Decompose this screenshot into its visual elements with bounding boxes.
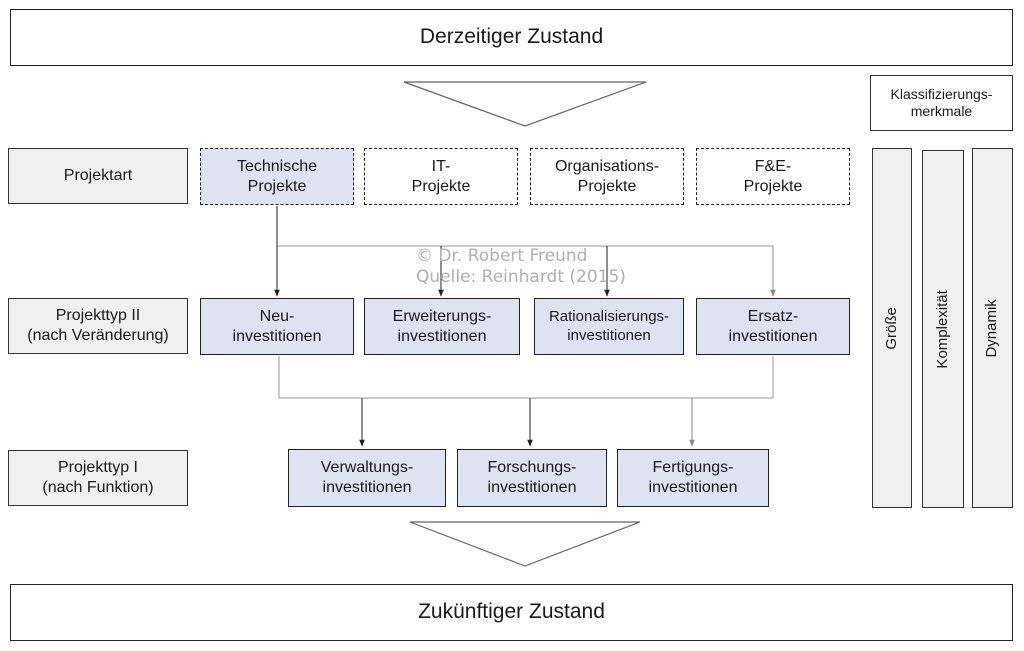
row-label-projekttyp-2: Projekttyp II (nach Veränderung) — [8, 298, 188, 354]
merkmal-groesse: Größe — [872, 148, 912, 508]
watermark: © Dr. Robert Freund Quelle: Reinhardt (2… — [416, 246, 626, 288]
projektart-organisation: Organisations- Projekte — [530, 148, 684, 205]
projektart-it: IT- Projekte — [364, 148, 518, 205]
watermark-line-1: © Dr. Robert Freund — [416, 246, 588, 266]
funnel-top — [403, 81, 647, 127]
future-state-box: Zukünftiger Zustand — [10, 584, 1013, 641]
typ2-ersatzinvestitionen: Ersatz- investitionen — [696, 298, 850, 355]
current-state-label: Derzeitiger Zustand — [419, 25, 604, 49]
connector-h2 — [278, 356, 774, 399]
future-state-label: Zukünftiger Zustand — [418, 600, 605, 624]
watermark-line-2: Quelle: Reinhardt (2015) — [416, 267, 626, 287]
row-label-projektart: Projektart — [8, 148, 188, 204]
current-state-box: Derzeitiger Zustand — [10, 9, 1013, 66]
projektart-fue: F&E- Projekte — [696, 148, 850, 205]
typ1-verwaltungsinvestitionen: Verwaltungs- investitionen — [288, 449, 446, 507]
merkmal-dynamik: Dynamik — [972, 148, 1013, 508]
projektart-technisch: Technische Projekte — [200, 148, 354, 205]
row-label-projekttyp-1: Projekttyp I (nach Funktion) — [8, 450, 188, 506]
typ2-erweiterungsinvestitionen: Erweiterungs- investitionen — [364, 298, 520, 355]
typ2-rationalisierungsinvestitionen: Rationalisierungs- investitionen — [534, 298, 684, 355]
klassifizierung-title: Klassifizierungs- merkmale — [870, 75, 1013, 131]
merkmal-komplexitaet: Komplexität — [922, 150, 964, 508]
typ2-neuinvestitionen: Neu- investitionen — [200, 298, 354, 355]
funnel-bottom — [409, 521, 641, 567]
typ1-fertigungsinvestitionen: Fertigungs- investitionen — [617, 449, 769, 507]
typ1-forschungsinvestitionen: Forschungs- investitionen — [457, 449, 607, 507]
